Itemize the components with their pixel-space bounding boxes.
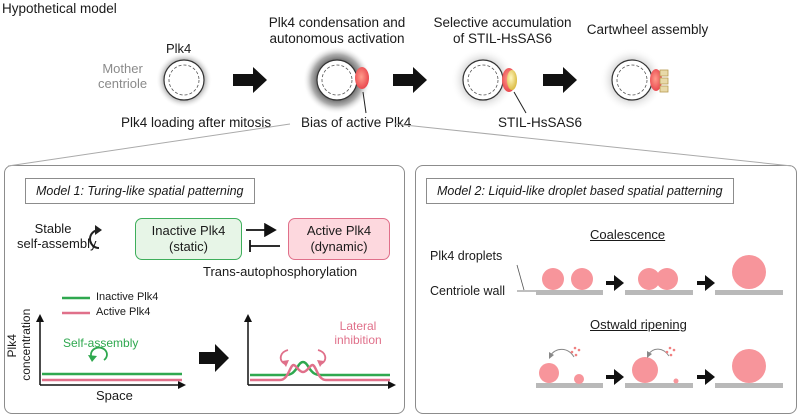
trans-autophosphorylation-label: Trans-autophosphorylation [203, 264, 358, 279]
centriole-4 [600, 48, 669, 112]
loading-caption: Plk4 loading after mitosis [121, 115, 272, 130]
stil-label: STIL-HsSAS6 [498, 115, 583, 130]
plot-uniform [36, 314, 186, 389]
centriole-wall-label: Centriole wall [430, 284, 506, 298]
mother-centriole-label: Mother centriole [98, 61, 148, 91]
model1-title: Model 1: Turing-like spatial patterning [25, 178, 255, 204]
active-plk4-text: Active Plk4 (dynamic) [306, 223, 372, 254]
stage4-title: Cartwheel assembly [586, 22, 709, 37]
legend-active-label: Active Plk4 [96, 306, 151, 318]
centriole-1 [156, 52, 212, 108]
centriole-3 [451, 48, 517, 112]
plot-xlabel: Space [96, 388, 133, 403]
big-arrow-1 [233, 67, 267, 93]
model2-title: Model 2: Liquid-like droplet based spati… [426, 178, 734, 204]
inactive-plk4-text: Inactive Plk4 (static) [151, 223, 226, 254]
plot-ylabel: Plk4 concentration [5, 308, 33, 381]
big-arrow-3 [543, 67, 577, 93]
coalescence-heading: Coalescence [590, 227, 666, 242]
model1-panel [4, 165, 405, 414]
stage3-title: Selective accumulation of STIL-HsSAS6 [433, 15, 572, 46]
plk4-droplets-label: Plk4 droplets [430, 249, 503, 263]
inactive-plk4-box: Inactive Plk4 (static) [135, 218, 242, 260]
big-arrow-2 [393, 67, 427, 93]
centriole-2 [303, 46, 371, 114]
zoom-line-right [394, 123, 793, 167]
ostwald-heading: Ostwald ripening [590, 317, 687, 332]
stage2-title: Plk4 condensation and autonomous activat… [268, 15, 406, 46]
stil-pointer [513, 91, 527, 114]
ostwald-row [536, 346, 783, 388]
legend-inactive-label: Inactive Plk4 [96, 291, 159, 303]
bias-caption: Bias of active Plk4 [301, 115, 412, 130]
coalescence-row [516, 255, 783, 295]
hypothetical-model-title: Hypothetical model [2, 1, 117, 16]
bias-pointer [362, 91, 367, 114]
self-assembly-label: Self-assembly [63, 336, 139, 350]
big-arrow-plots [199, 344, 229, 372]
plot-patterned [244, 314, 396, 389]
stable-self-assembly-label: Stable self-assembly [17, 221, 97, 251]
zoom-line-left [7, 123, 291, 167]
active-plk4-box: Active Plk4 (dynamic) [288, 218, 390, 260]
lateral-inhibition-label: Lateral inhibition [334, 319, 382, 347]
